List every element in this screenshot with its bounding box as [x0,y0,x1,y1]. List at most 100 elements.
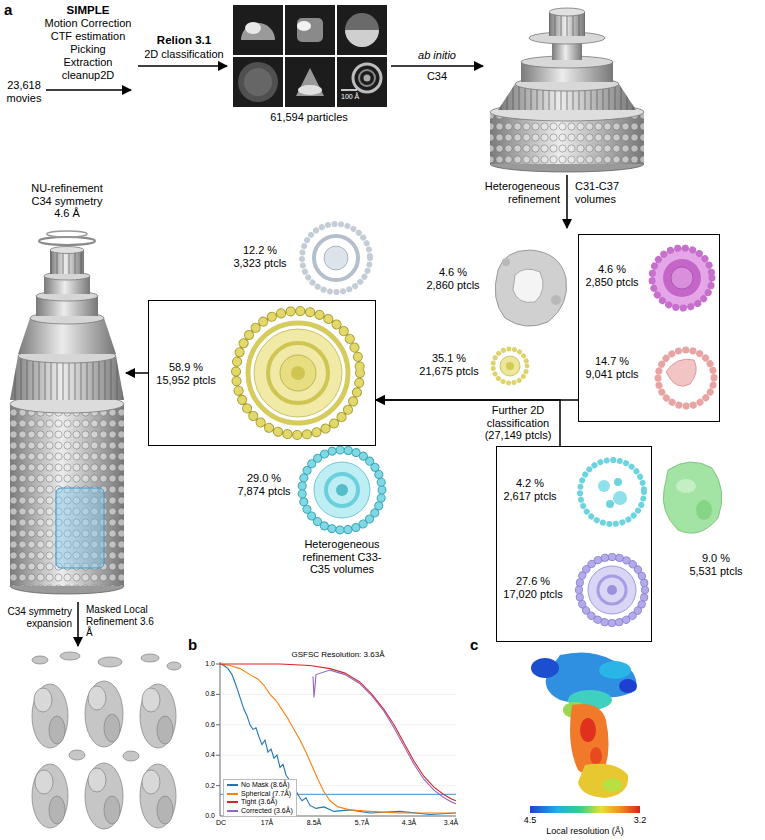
step-label: Extraction [64,56,113,69]
step-label: Heterogeneous refinement C33-C35 volumes [295,538,389,576]
scale-label: 100 Å [341,93,359,101]
local-refinement-map [69,750,85,760]
fsc-plot [220,724,456,725]
local-refinement-map [104,796,120,824]
class-average [244,68,272,96]
fsc-plot [220,694,456,695]
fsc-plot [220,755,456,756]
local-refinement-map [141,654,159,662]
local-refinement-map [98,657,122,667]
local-refinement-map [32,764,68,828]
ab-initio-volume [490,8,644,172]
ab-initio-volume [549,8,585,16]
step-label: CTF estimation [51,30,126,43]
class-label: 9.0 % 5,531 ptcls [688,552,744,577]
class-average [345,30,379,47]
class-label: 4.6 % 2,860 ptcls [425,266,481,291]
ab-initio-volume [490,164,644,172]
step-label: ab initio [418,49,456,62]
class-average [337,57,387,107]
legend-text: Spherical (7.7Å) [241,790,291,798]
local-resolution-map [530,806,640,813]
class-average [341,89,357,91]
class-label: 35.1 % 21,675 ptcls [418,352,480,377]
software-name: Relion 3.1 [157,34,211,47]
class-volume [495,250,566,326]
fsc-plot [216,785,220,786]
class-label: 14.7 % 9,041 ptcls [584,355,640,380]
class-label: 4.2 % 2,617 ptcls [502,477,558,502]
local-refinement-map [88,686,106,710]
local-refinement-map [157,716,173,744]
scale-title: Local resolution (Å) [546,826,624,836]
class-volume [236,311,360,435]
fsc-curve [220,664,456,815]
class-volume [606,500,614,508]
class-volume [254,329,342,417]
class-volume [696,500,712,520]
class-volume [302,224,370,292]
local-refinement-map [142,688,160,712]
class-label: 12.2 % 3,323 ptcls [232,244,288,269]
class-label: 58.9 % 15,952 ptcls [155,361,217,386]
class-volume [671,267,693,289]
class-average [285,57,335,107]
local-refinement-map [32,652,181,829]
class-volume [302,450,382,530]
class-volume [324,246,348,270]
class-label: 4.6 % 2,850 ptcls [584,263,640,288]
class-volume [588,566,636,614]
class-average [297,18,323,42]
local-refinement-map [60,652,80,660]
tick-label: 8.5Å [307,819,321,827]
refined-volume [10,404,124,586]
scale-label: 4.5 [524,815,537,825]
fsc-plot [216,662,456,816]
refined-volume [39,237,95,245]
refined-volume [50,247,84,254]
class-average [238,62,278,102]
class-average [345,13,379,47]
local-resolution-map [619,679,637,693]
local-resolution-map [530,652,640,813]
refined-volume [10,231,124,594]
class-volume [502,258,510,266]
class-volume [280,355,316,391]
refined-volume [56,488,104,568]
class-volume [580,460,644,524]
selected-classes-box: 4.2 % 2,617 ptcls27.6 % 17,020 ptcls [496,446,652,642]
flow-arrow [77,602,79,646]
class-volume [579,557,645,623]
local-refinement-map [35,770,53,794]
fsc-plot [220,662,221,816]
class-volume [614,478,622,486]
local-refinement-map [167,662,181,670]
fsc-plot [216,664,220,665]
local-refinement-map [49,796,65,824]
tick-label: 0.4 [198,751,215,759]
legend-text: No Mask (8.6Å) [241,781,290,789]
legend-swatch [227,801,238,803]
class-volume [248,323,348,423]
class-average [233,5,283,55]
class-volume [513,269,543,302]
fsc-plot [216,694,220,695]
step-label: Picking [70,43,105,56]
class-volume [666,359,696,386]
class-volume [236,224,722,623]
fsc-curve [313,670,456,804]
local-resolution-map [531,658,559,678]
class-volume [607,585,617,595]
class-average [364,75,371,82]
flow-arrow [46,89,131,91]
local-resolution-map [590,747,602,765]
class-average [233,57,283,107]
flow-arrow [391,65,483,67]
refined-volume [10,404,124,586]
class-average [353,64,381,92]
class-label: 29.0 % 7,874 ptcls [236,472,292,497]
step-label: C34 symmetry expansion [0,606,72,629]
